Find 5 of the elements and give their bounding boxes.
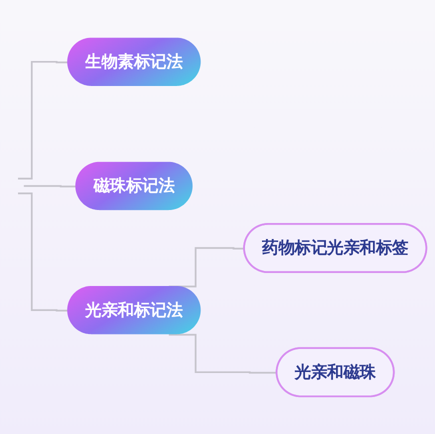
node-box: 生物素标记法 [67,38,201,86]
connector [168,334,278,374]
connector [18,192,68,312]
connector [18,60,68,180]
connector [24,185,76,188]
